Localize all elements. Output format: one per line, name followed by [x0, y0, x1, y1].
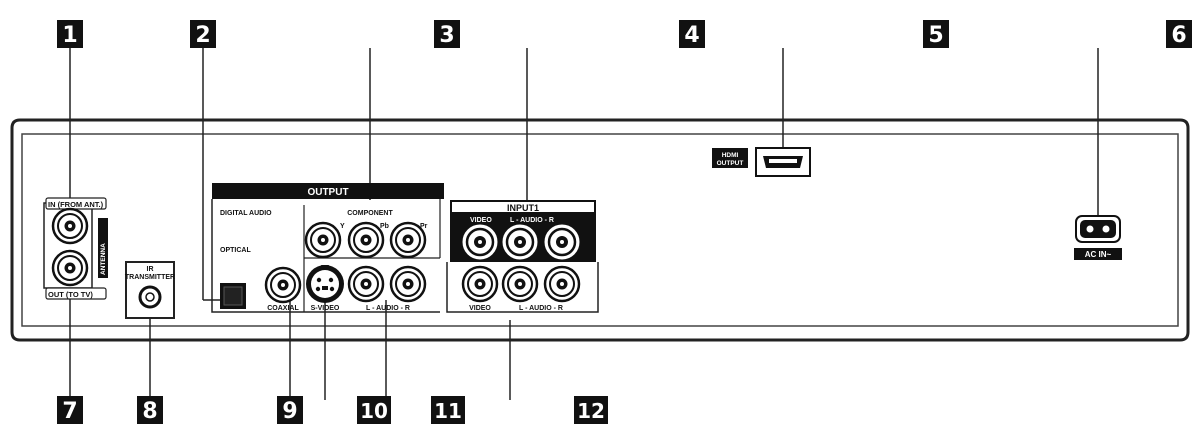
svideo-jack — [306, 265, 344, 303]
svg-text:OUT (TO TV): OUT (TO TV) — [48, 290, 93, 299]
callout-3: 3 — [434, 20, 460, 48]
svg-text:HDMI: HDMI — [722, 152, 739, 159]
audio-out2-r-jack — [543, 265, 581, 303]
callout-5: 5 — [923, 20, 949, 48]
svg-text:L - AUDIO - R: L - AUDIO - R — [510, 217, 554, 224]
component-pr-jack — [389, 221, 427, 259]
svg-text:Y: Y — [340, 223, 345, 230]
callout-12: 12 — [574, 396, 608, 424]
svg-text:1: 1 — [62, 23, 77, 48]
device-inner-outline — [21, 133, 1179, 327]
coaxial-jack — [264, 266, 302, 304]
video-out-jack — [461, 265, 499, 303]
av-output-section: VIDEO L - AUDIO - R — [446, 262, 599, 313]
antenna-in-jack — [51, 207, 89, 245]
hdmi-section: HDMI OUTPUT — [712, 147, 811, 177]
audio-out2-l-jack — [501, 265, 539, 303]
svg-text:9: 9 — [282, 399, 297, 424]
svg-text:INPUT1: INPUT1 — [507, 203, 539, 213]
svg-text:COMPONENT: COMPONENT — [347, 210, 393, 217]
svg-text:10: 10 — [360, 399, 388, 423]
callout-10: 10 — [357, 396, 391, 424]
svg-text:DIGITAL AUDIO: DIGITAL AUDIO — [220, 210, 272, 217]
component-y-jack — [304, 221, 342, 259]
callout-2: 2 — [190, 20, 216, 48]
device-body-outline — [10, 118, 1190, 342]
svg-text:8: 8 — [142, 399, 157, 424]
callout-11: 11 — [431, 396, 465, 424]
ac-in-section: AC IN~ — [1074, 215, 1122, 260]
svg-text:12: 12 — [577, 399, 605, 423]
input1-audio-r-jack — [543, 223, 581, 261]
input1-section: INPUT1 VIDEO L - AUDIO - R — [450, 200, 596, 262]
audio-out-l-jack — [347, 265, 385, 303]
svg-text:7: 7 — [62, 399, 77, 424]
svg-text:IN (FROM ANT.): IN (FROM ANT.) — [48, 200, 104, 209]
svg-text:5: 5 — [928, 23, 943, 48]
callout-6: 6 — [1166, 20, 1192, 48]
ir-transmitter-section: IR TRANSMITTER — [125, 261, 175, 319]
svg-text:COAXIAL: COAXIAL — [267, 305, 299, 312]
svg-text:L - AUDIO - R: L - AUDIO - R — [366, 305, 410, 312]
callout-7: 7 — [57, 396, 83, 424]
ac-inlet — [1080, 220, 1116, 238]
callout-4: 4 — [679, 20, 705, 48]
svg-text:TRANSMITTER: TRANSMITTER — [125, 274, 175, 281]
svg-text:OPTICAL: OPTICAL — [220, 247, 251, 254]
svg-text:2: 2 — [195, 23, 210, 48]
svg-text:3: 3 — [439, 23, 454, 48]
svg-text:ANTENNA: ANTENNA — [100, 243, 107, 275]
leader-lines — [69, 48, 1099, 400]
svg-text:4: 4 — [684, 23, 699, 48]
component-pb-jack — [347, 221, 385, 259]
svg-text:S-VIDEO: S-VIDEO — [311, 305, 340, 312]
svg-text:OUTPUT: OUTPUT — [307, 187, 348, 198]
svg-text:AC IN~: AC IN~ — [1085, 250, 1112, 259]
svg-text:IR: IR — [147, 266, 154, 273]
callout-9: 9 — [277, 396, 303, 424]
svg-text:Pr: Pr — [420, 223, 428, 230]
antenna-section: IN (FROM ANT.) OUT (TO TV) ANTENNA — [43, 197, 108, 300]
svg-text:Pb: Pb — [380, 223, 389, 230]
svg-text:OUTPUT: OUTPUT — [717, 160, 744, 167]
svg-text:VIDEO: VIDEO — [469, 305, 491, 312]
callout-1: 1 — [57, 20, 83, 48]
output-section: OUTPUT DIGITAL AUDIO OPTICAL COAXIAL COM… — [211, 183, 444, 313]
antenna-out-jack — [51, 249, 89, 287]
input1-video-jack — [461, 223, 499, 261]
svg-text:6: 6 — [1171, 23, 1186, 48]
callout-8: 8 — [137, 396, 163, 424]
audio-out-r-jack — [389, 265, 427, 303]
svg-text:VIDEO: VIDEO — [470, 217, 492, 224]
input1-audio-l-jack — [501, 223, 539, 261]
svg-text:L - AUDIO - R: L - AUDIO - R — [519, 305, 563, 312]
svg-text:11: 11 — [434, 399, 462, 423]
